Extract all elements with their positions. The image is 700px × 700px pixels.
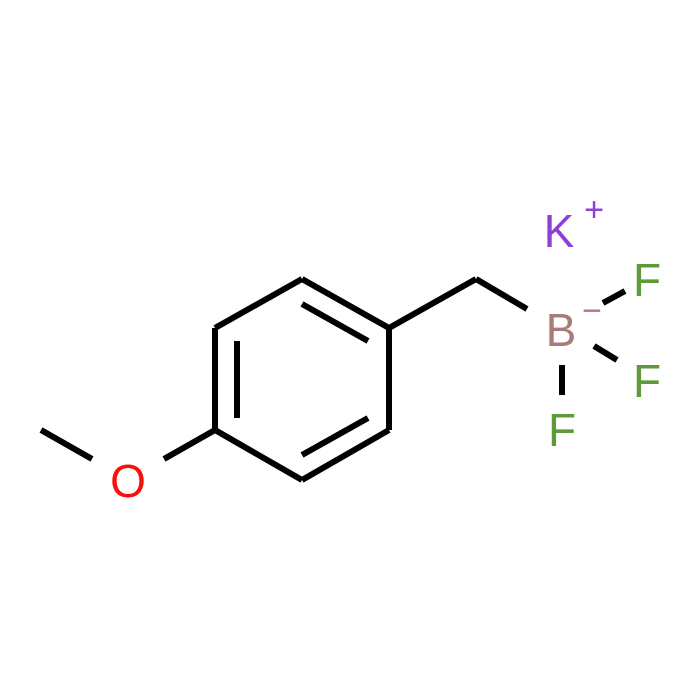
atom-fluorine-1: F (633, 254, 661, 306)
bond-methyl-oxygen (39, 427, 94, 462)
ring-bond-5 (300, 427, 391, 483)
bond-boron-fluorine-2 (592, 343, 619, 363)
potassium-charge: + (584, 191, 604, 229)
bond-boron-fluorine-1 (601, 288, 627, 306)
atom-fluorine-2: F (633, 355, 661, 407)
bond-ring-methylene (387, 276, 478, 331)
atom-boron: B (546, 304, 577, 356)
atom-potassium: K (544, 205, 575, 257)
ring-bond-2 (213, 276, 304, 331)
ring-bond-6 (213, 427, 304, 483)
ring-double-bond-inner-2 (300, 301, 370, 344)
ring-double-bond-inner-3 (300, 415, 370, 458)
bond-oxygen-ring (162, 427, 217, 462)
bond-methylene-boron (474, 276, 529, 312)
atom-fluorine-3: F (548, 404, 576, 456)
boron-charge: − (582, 292, 602, 330)
ring-bond-3 (300, 276, 391, 331)
atom-oxygen: O (110, 455, 146, 507)
